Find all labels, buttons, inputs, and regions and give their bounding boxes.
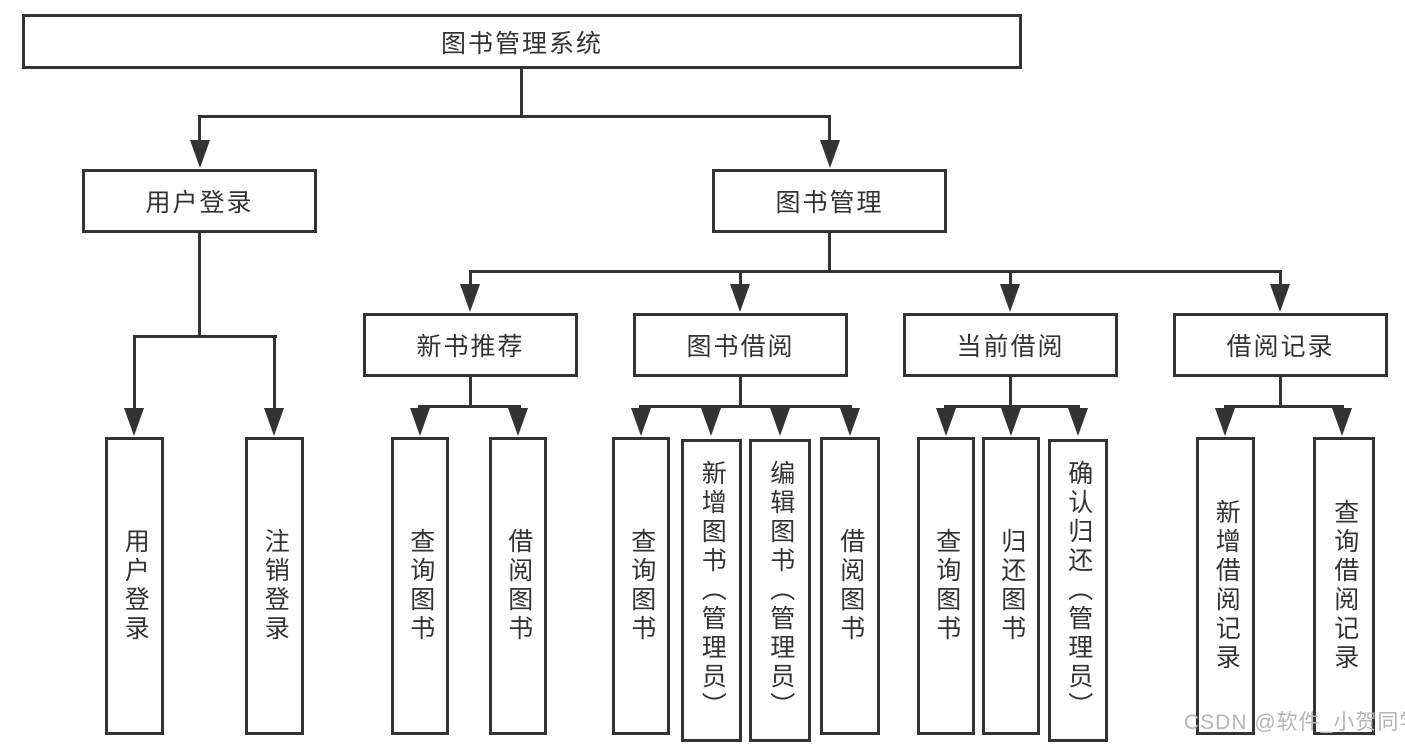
arrowhead-down-icon bbox=[770, 408, 790, 436]
connector-arrow-stem bbox=[198, 115, 201, 143]
leaf-label: 注销登录 bbox=[261, 528, 290, 644]
leaf-label: 用户登录 bbox=[121, 528, 150, 644]
connector-arrow-stem bbox=[469, 270, 472, 288]
leaf-label: 确认归还（管理员） bbox=[1064, 460, 1093, 721]
arrowhead-down-icon bbox=[840, 408, 860, 436]
arrowhead-down-icon bbox=[124, 408, 144, 436]
leaf-user-login: 用户登录 bbox=[105, 437, 164, 735]
connector-arrow-stem bbox=[273, 335, 276, 411]
arrowhead-down-icon bbox=[1068, 408, 1088, 436]
arrowhead-down-icon bbox=[460, 284, 480, 312]
node-borrow-records: 借阅记录 bbox=[1173, 313, 1388, 377]
connector-section-horizontal bbox=[1224, 405, 1344, 408]
node-book-borrowing: 图书借阅 bbox=[633, 313, 848, 377]
leaf-label: 查询借阅记录 bbox=[1330, 499, 1359, 673]
leaf-label: 查询图书 bbox=[627, 528, 656, 644]
connector-section-stub bbox=[739, 377, 742, 408]
connector-root-stub bbox=[520, 69, 523, 118]
leaf-query-books: 查询图书 bbox=[917, 437, 975, 735]
connector-user-login-stub bbox=[198, 232, 201, 338]
leaf-add-books-admin: 新增图书（管理员） bbox=[681, 439, 742, 742]
watermark: CSDN @软件_小贺同学 bbox=[1184, 711, 1405, 734]
arrowhead-down-icon bbox=[410, 408, 430, 436]
node-label: 图书管理 bbox=[775, 189, 884, 217]
arrowhead-down-icon bbox=[631, 408, 651, 436]
leaf-logout: 注销登录 bbox=[245, 437, 304, 735]
node-label: 图书管理系统 bbox=[440, 29, 603, 58]
connector-section-horizontal bbox=[418, 405, 521, 408]
arrowhead-down-icon bbox=[264, 408, 284, 436]
leaf-label: 借阅图书 bbox=[836, 528, 865, 644]
connector-level2-horizontal bbox=[198, 115, 831, 118]
arrowhead-down-icon bbox=[1270, 284, 1290, 312]
leaf-confirm-return-admin: 确认归还（管理员） bbox=[1048, 439, 1108, 742]
arrowhead-down-icon bbox=[1001, 408, 1021, 436]
connector-arrow-stem bbox=[739, 270, 742, 288]
leaf-edit-books-admin: 编辑图书（管理员） bbox=[749, 439, 811, 742]
arrowhead-down-icon bbox=[820, 140, 840, 168]
connector-user-login-horizontal bbox=[133, 335, 277, 338]
node-label: 新书推荐 bbox=[416, 333, 525, 361]
arrowhead-down-icon bbox=[190, 140, 210, 168]
leaf-query-borrow-record: 查询借阅记录 bbox=[1313, 437, 1375, 735]
connector-book-mgmt-stub bbox=[828, 233, 831, 273]
leaf-label: 借阅图书 bbox=[504, 528, 533, 644]
leaf-label: 新增借阅记录 bbox=[1212, 499, 1241, 673]
leaf-label: 查询图书 bbox=[406, 528, 435, 644]
connector-section-horizontal bbox=[639, 405, 852, 408]
connector-section-stub bbox=[469, 377, 472, 408]
leaf-return-books: 归还图书 bbox=[982, 437, 1040, 735]
arrowhead-down-icon bbox=[1332, 408, 1352, 436]
connector-arrow-stem bbox=[828, 115, 831, 143]
leaf-label: 归还图书 bbox=[997, 528, 1026, 644]
connector-section-stub bbox=[1009, 377, 1012, 408]
arrowhead-down-icon bbox=[1000, 284, 1020, 312]
node-book-management: 图书管理 bbox=[712, 169, 947, 233]
connector-section-stub bbox=[1279, 377, 1282, 408]
connector-section-horizontal bbox=[944, 405, 1080, 408]
arrowhead-down-icon bbox=[1215, 408, 1235, 436]
node-user-login: 用户登录 bbox=[82, 169, 317, 233]
leaf-label: 新增图书（管理员） bbox=[698, 460, 727, 721]
node-new-book-recommend: 新书推荐 bbox=[363, 313, 578, 377]
leaf-borrow-books: 借阅图书 bbox=[489, 437, 547, 735]
arrowhead-down-icon bbox=[936, 408, 956, 436]
leaf-query-books: 查询图书 bbox=[612, 437, 670, 735]
leaf-query-books: 查询图书 bbox=[391, 437, 449, 735]
connector-arrow-stem bbox=[1279, 270, 1282, 288]
leaf-label: 查询图书 bbox=[932, 528, 961, 644]
connector-arrow-stem bbox=[133, 335, 136, 411]
leaf-label: 编辑图书（管理员） bbox=[766, 460, 795, 721]
arrowhead-down-icon bbox=[701, 408, 721, 436]
node-label: 用户登录 bbox=[145, 189, 254, 217]
connector-arrow-stem bbox=[1009, 270, 1012, 288]
node-label: 借阅记录 bbox=[1226, 333, 1335, 361]
node-label: 图书借阅 bbox=[686, 333, 795, 361]
connector-level3-horizontal bbox=[469, 270, 1282, 273]
node-root-library-system: 图书管理系统 bbox=[22, 14, 1022, 69]
arrowhead-down-icon bbox=[730, 284, 750, 312]
node-label: 当前借阅 bbox=[956, 333, 1065, 361]
arrowhead-down-icon bbox=[508, 408, 528, 436]
leaf-borrow-books: 借阅图书 bbox=[820, 437, 880, 735]
node-current-borrowing: 当前借阅 bbox=[903, 313, 1118, 377]
leaf-add-borrow-record: 新增借阅记录 bbox=[1196, 437, 1255, 735]
